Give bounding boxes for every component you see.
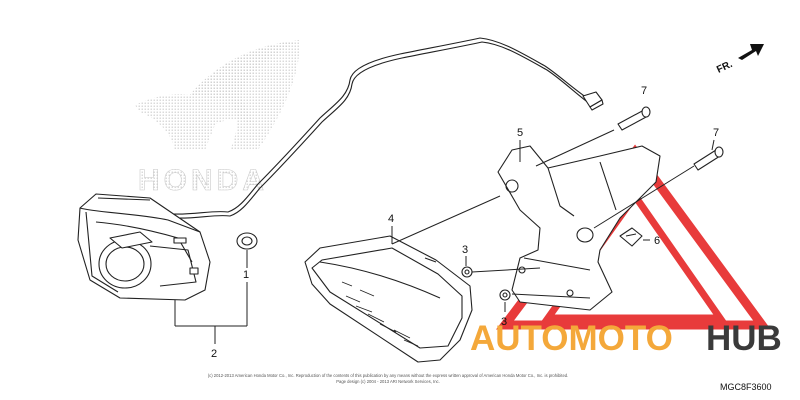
arrow-right-icon bbox=[738, 44, 764, 60]
copyright-notice: (c) 2012-2013 American Honda Motor Co., … bbox=[208, 373, 569, 378]
nut bbox=[499, 289, 511, 301]
copyright-notice-2: Page design (c) 2004 - 2013 ARI Network … bbox=[336, 379, 440, 384]
bolt bbox=[693, 146, 724, 171]
front-direction-indicator: FR. bbox=[715, 44, 764, 76]
wire-connector bbox=[582, 91, 604, 111]
clip bbox=[619, 227, 643, 247]
callout-3-top: 3 bbox=[462, 244, 468, 256]
diagram-code: MGC8F3600 bbox=[720, 382, 772, 392]
mounting-bracket bbox=[497, 145, 661, 311]
nut bbox=[461, 266, 473, 278]
leader-lines bbox=[174, 129, 715, 344]
callout-2: 2 bbox=[211, 348, 217, 360]
watermark-text-primary: AUTOMOTO bbox=[470, 319, 673, 358]
honda-watermark-text: HONDA bbox=[138, 164, 268, 197]
callout-7-left: 7 bbox=[641, 85, 647, 97]
honda-wing-logo bbox=[135, 40, 300, 150]
callout-3-bottom: 3 bbox=[501, 316, 507, 328]
bolt bbox=[617, 106, 651, 131]
callout-1: 1 bbox=[243, 269, 249, 281]
callout-4: 4 bbox=[388, 213, 394, 225]
site-watermark: AUTOMOTO HUB bbox=[470, 319, 782, 358]
callout-7-right: 7 bbox=[713, 127, 719, 139]
lens-housing bbox=[304, 235, 473, 363]
callout-5: 5 bbox=[517, 127, 523, 139]
taillight-assembly bbox=[77, 193, 211, 301]
front-label: FR. bbox=[715, 59, 734, 76]
wire-harness bbox=[171, 37, 591, 215]
callout-6: 6 bbox=[654, 235, 660, 247]
watermark-text-secondary: HUB bbox=[706, 319, 782, 358]
grommet bbox=[236, 232, 258, 250]
